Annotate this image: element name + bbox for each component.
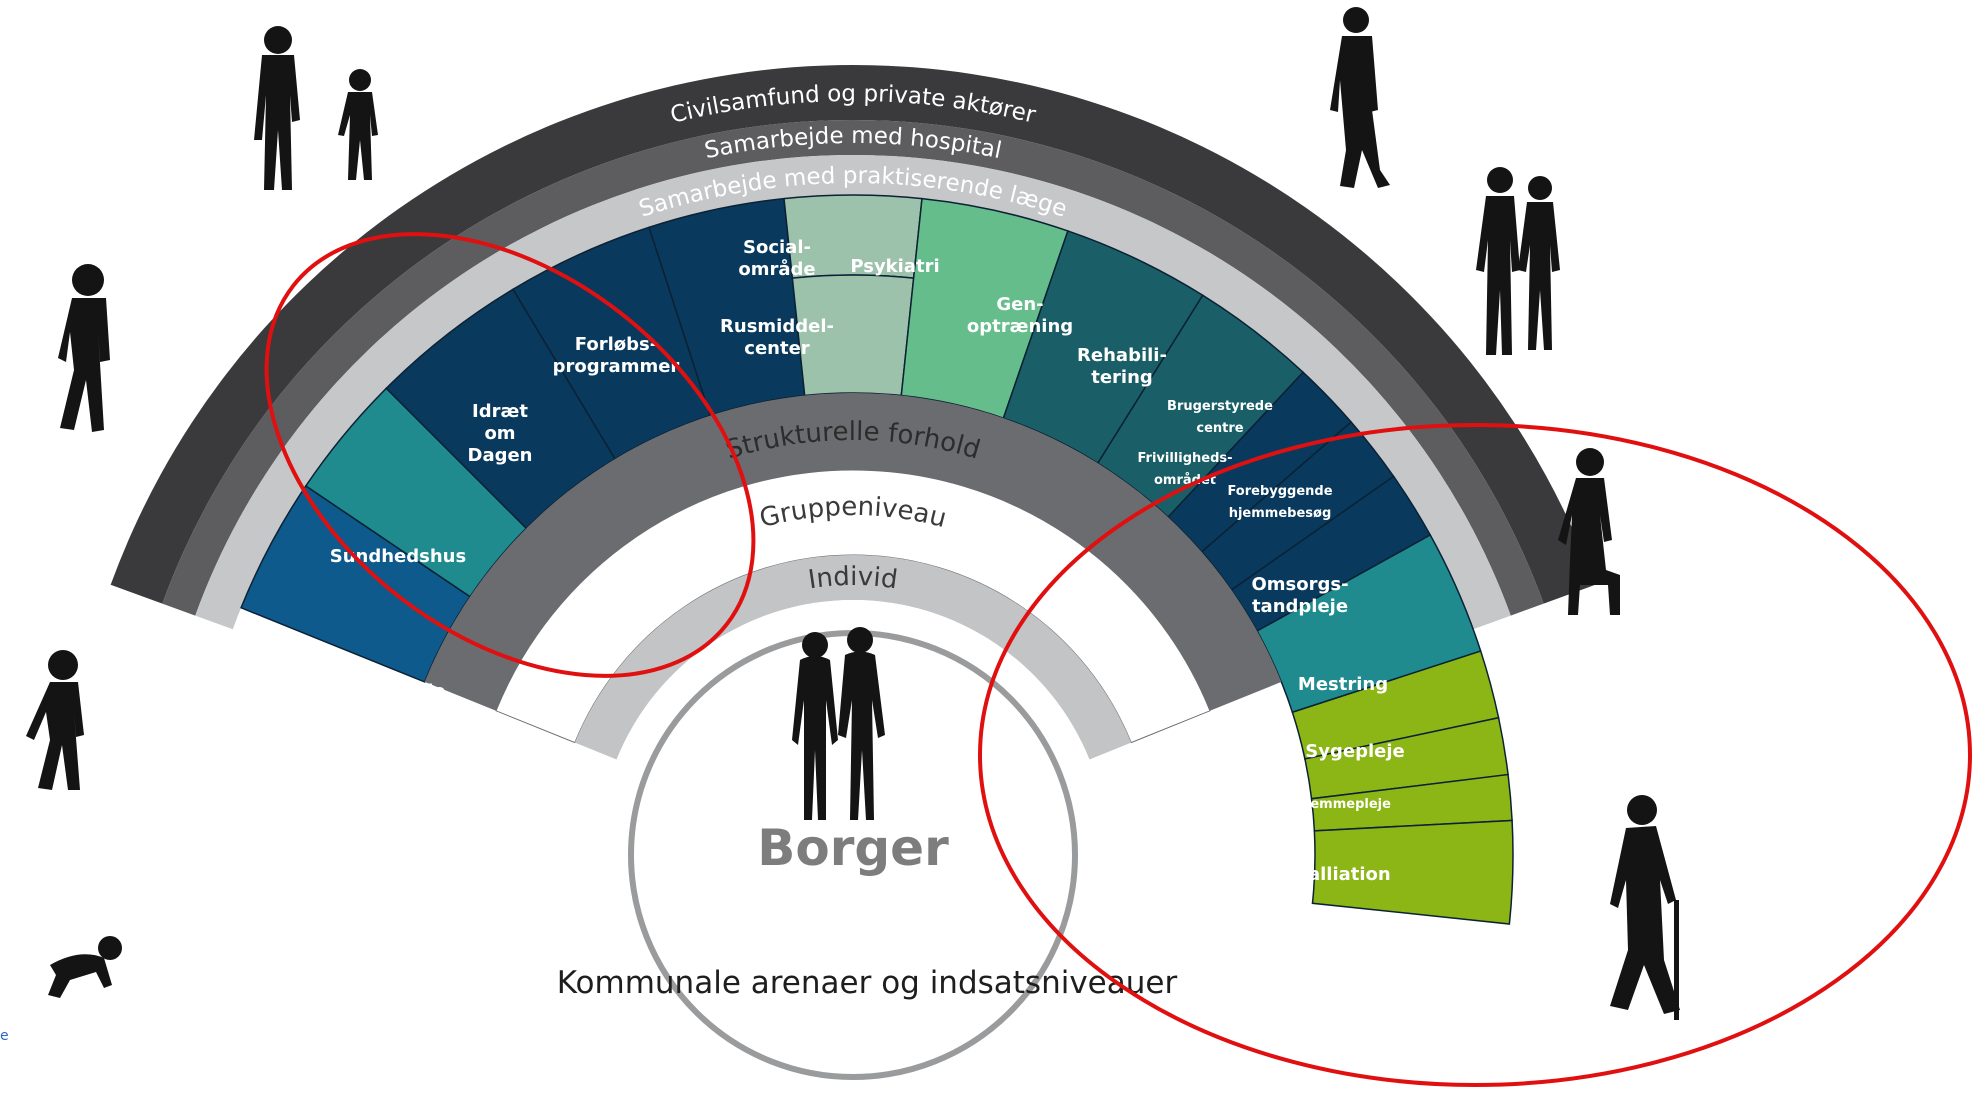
segment-label-8: Psykiatri (850, 256, 939, 277)
segment-label-9: Gen-optræning (967, 294, 1073, 337)
segment-label-2: Skoletandpleje (294, 681, 445, 702)
segment-label-3: Sundhedshus (330, 546, 466, 567)
seated-elderly-icon (1558, 448, 1620, 615)
segment-label-15: Mestring (1298, 674, 1388, 695)
segment-labels: Sundhedspleje Skoletandpleje Sundhedshus Id… (294, 237, 1404, 885)
segment-label-18: Palliation (1295, 864, 1390, 885)
segment-label-7: Rusmiddel-center (720, 316, 834, 359)
woman-walking-icon (1330, 7, 1390, 188)
ring-civilsamfund (110, 65, 1596, 604)
ring-strukturelle-forhold (424, 393, 1282, 711)
borger-label: Borger (757, 819, 949, 877)
segment-label-6: Social-område (738, 237, 815, 280)
elderly-with-cane-icon (1610, 795, 1680, 1020)
child-walking-icon (58, 264, 110, 432)
adult-with-child-icon (254, 26, 378, 190)
segment-label-1: Sundhedspleje (295, 829, 445, 850)
elderly-couple-icon (1476, 167, 1560, 355)
baby-crawling-icon (48, 936, 122, 998)
segment-label-5: Forløbs-programmer (553, 334, 680, 377)
ring-hospital (162, 120, 1544, 616)
toddler-walking-icon (26, 650, 84, 790)
highlight-ellipse-left (264, 232, 756, 678)
ring-praktiserende-laege (195, 155, 1511, 630)
segment-label-14: Omsorgs-tandpleje (1251, 574, 1348, 617)
ring-individ-inner (616, 600, 1090, 773)
segment-label-12: Frivilligheds-området (1137, 451, 1232, 488)
highlight-ellipse-right (978, 423, 1972, 1087)
segment-label-10: Rehabili-tering (1077, 345, 1167, 388)
diagram-title: Kommunale arenaer og indsatsniveauer (557, 965, 1178, 1001)
arena-segments (240, 194, 1514, 925)
ring-label-individ: Individ (806, 562, 899, 595)
edge-text: e (0, 1028, 9, 1044)
segment-18 (1311, 819, 1514, 925)
couple-icon (792, 627, 885, 820)
segment-label-17: Hjemmepleje (1295, 797, 1391, 812)
segment-label-16: Sygepleje (1305, 741, 1404, 762)
ring-individ (574, 555, 1132, 760)
